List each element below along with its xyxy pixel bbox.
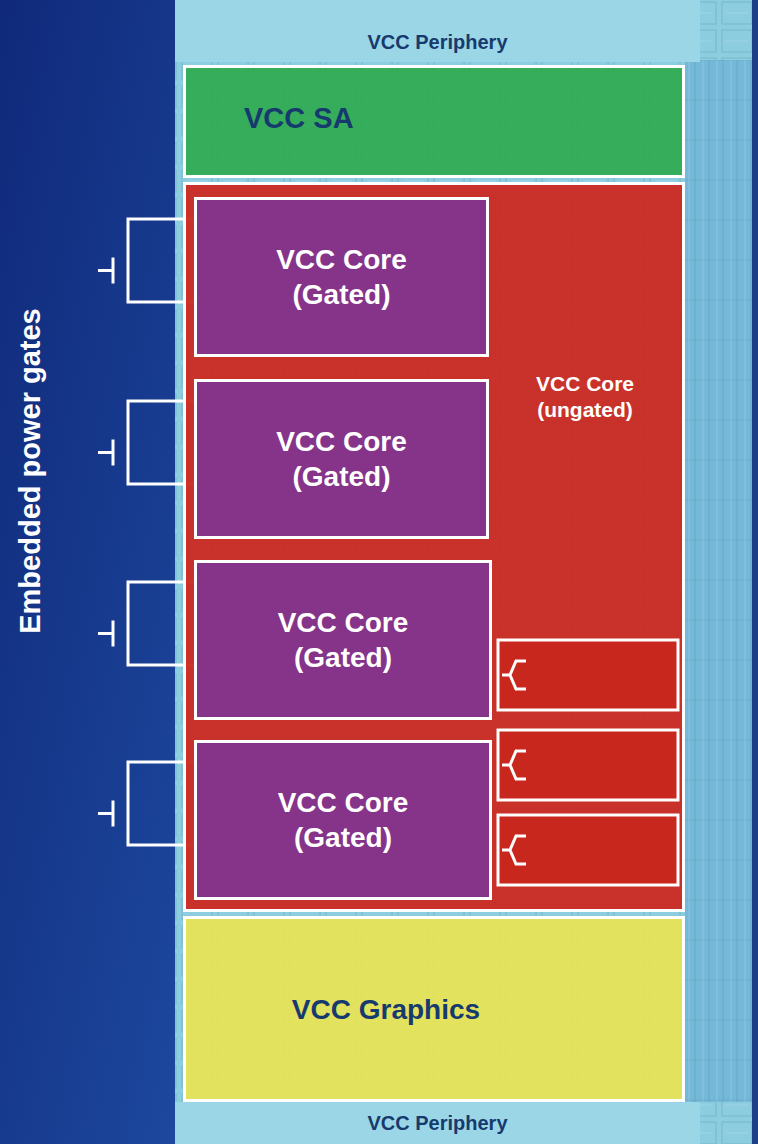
gated-core-box: VCC Core (Gated) — [194, 197, 489, 357]
gated-block — [498, 815, 678, 885]
gated-core-box: VCC Core (Gated) — [194, 560, 492, 720]
region-label: VCC Core (Gated) — [242, 424, 442, 494]
die-texture — [175, 0, 752, 1144]
transistor-gate-lead — [98, 812, 113, 815]
die-right-strip — [685, 60, 752, 1102]
region-label: VCC Graphics — [292, 992, 480, 1027]
die-area — [175, 0, 752, 1144]
transistor-gate-lead — [98, 451, 113, 454]
region-label: VCC Core (ungated) — [495, 371, 675, 424]
region-label: VCC Periphery — [367, 30, 507, 55]
periphery-band: VCC Periphery — [175, 0, 700, 62]
region-label: VCC Core (Gated) — [243, 605, 443, 675]
gated-core-box: VCC Core (Gated) — [194, 740, 492, 900]
power-gate-symbol — [502, 836, 526, 864]
region-label: VCC Core (Gated) — [242, 242, 442, 312]
region-label: VCC SA — [244, 100, 354, 136]
gated-block — [498, 640, 678, 710]
power-gate-symbol — [502, 661, 526, 689]
region-label: VCC Core (Gated) — [243, 785, 443, 855]
power-gate-symbols — [98, 219, 194, 845]
side-label: Embedded power gates — [11, 271, 49, 671]
die-right-texture — [685, 60, 752, 1102]
region-label: VCC Periphery — [367, 1111, 507, 1136]
system-agent-region: VCC SA — [183, 65, 685, 178]
gated-block — [498, 730, 678, 800]
gated-core-box: VCC Core (Gated) — [194, 379, 489, 539]
power-gate-symbol — [502, 751, 526, 779]
edge-band — [752, 0, 758, 1144]
periphery-band: VCC Periphery — [175, 1102, 700, 1144]
transistor-gate-lead — [98, 632, 113, 635]
graphics-region: VCC Graphics — [183, 916, 685, 1102]
transistor-gate-lead — [98, 269, 113, 272]
core-ungated-region: VCC Core (ungated) VCC Core (Gated) VCC Co… — [183, 182, 685, 912]
